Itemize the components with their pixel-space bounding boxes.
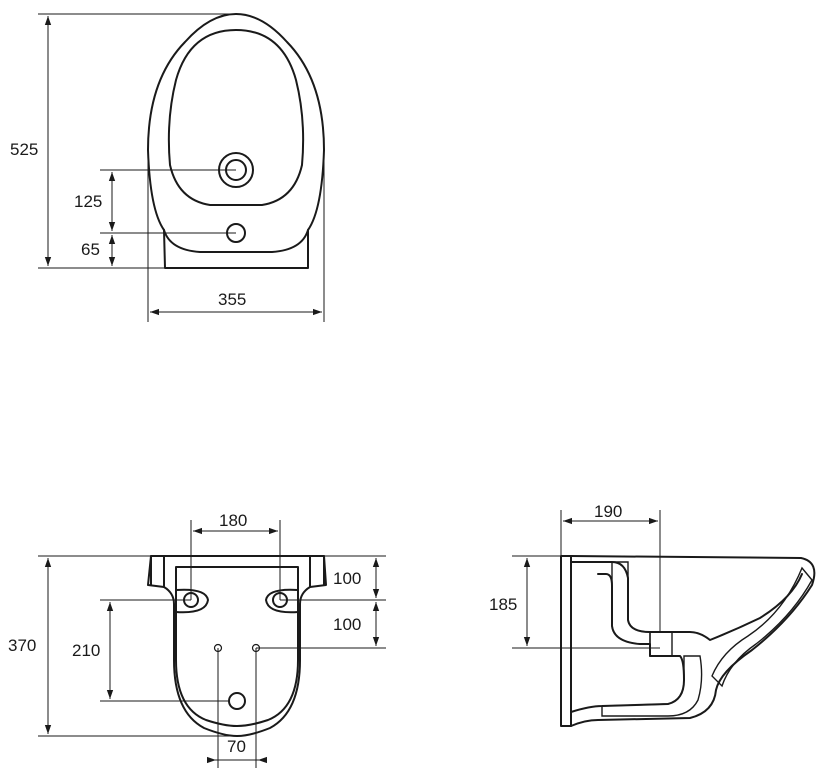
top-view-outline <box>147 13 325 269</box>
section-hatch-outlet <box>649 631 673 657</box>
dim-100-upper-text: 100 <box>333 569 361 588</box>
waste-hole <box>228 692 246 710</box>
dim-370-text: 370 <box>8 636 36 655</box>
dim-100-lower-text: 100 <box>333 615 361 634</box>
section-hatch-base <box>601 655 703 717</box>
section-hatch-front <box>711 566 813 688</box>
back-view: 180 100 100 370 210 70 <box>8 511 386 768</box>
back-view-cavity <box>175 566 299 727</box>
wall-plate <box>560 555 572 727</box>
dim-355-text: 355 <box>218 290 246 309</box>
dim-190-text: 190 <box>594 502 622 521</box>
dim-525-text: 525 <box>10 140 38 159</box>
side-view-outline <box>570 555 816 727</box>
dim-185-text: 185 <box>489 595 517 614</box>
side-view-rim <box>570 561 803 641</box>
top-view-rim <box>163 229 309 253</box>
side-view: 190 185 <box>489 502 816 727</box>
dim-125-text: 125 <box>74 192 102 211</box>
section-hatch-wall <box>611 561 651 645</box>
dim-70-text: 70 <box>227 737 246 756</box>
top-view: 525 125 65 355 <box>10 13 325 322</box>
fixing-lug-right <box>265 588 299 614</box>
top-view-bowl <box>167 29 305 206</box>
back-view-outline <box>147 555 327 737</box>
dim-210-text: 210 <box>72 641 100 660</box>
dim-180-text: 180 <box>219 511 247 530</box>
dim-65-text: 65 <box>81 240 100 259</box>
